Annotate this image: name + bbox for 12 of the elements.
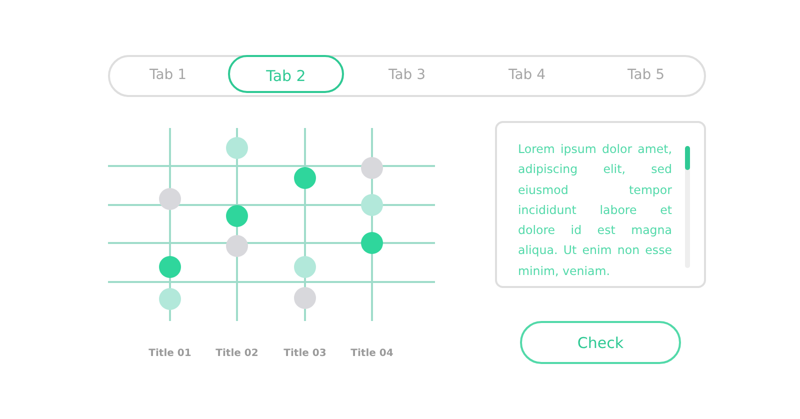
active-tab: Tab 2 <box>228 55 344 93</box>
column-title: Title 04 <box>350 348 394 359</box>
column-title: Title 02 <box>214 348 260 359</box>
check-button: Check <box>520 321 681 364</box>
text-panel <box>495 121 706 288</box>
column-title: Title 01 <box>148 348 192 359</box>
tab: Tab 5 <box>596 64 696 86</box>
tab: Tab 1 <box>118 64 218 86</box>
column-title: Title 03 <box>282 348 328 359</box>
paragraph: Lorem ipsum dolor amet, adipiscing elit, sed eiusmod tempor incididunt labore et dolore id est magna aliqua. Ut enim non esse minim, veniam. <box>518 141 672 280</box>
tab: Tab 4 <box>477 64 577 86</box>
tab: Tab 3 <box>357 64 457 86</box>
